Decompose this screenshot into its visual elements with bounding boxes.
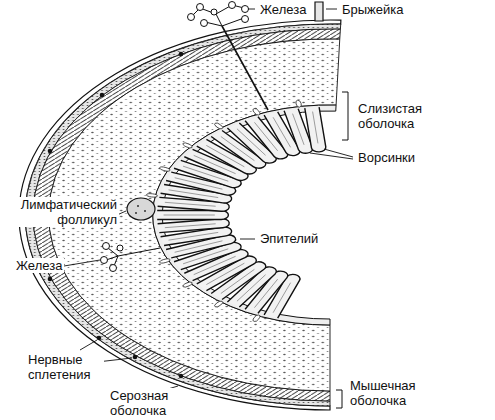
serosa-label: Серозная оболочка bbox=[108, 388, 184, 418]
nerve-plexus-label: Нервные сплетения bbox=[26, 352, 104, 382]
epithelium-label: Эпителий bbox=[258, 231, 320, 246]
muscle-layer-label: Мышечная оболочка bbox=[348, 378, 436, 408]
villi-label: Ворсинки bbox=[356, 150, 417, 165]
gland-label: Железа bbox=[14, 258, 64, 273]
gland-label: Железа bbox=[258, 2, 308, 17]
mucosa-label: Слизистая оболочка bbox=[356, 101, 452, 131]
mesentery-label: Брыжейка bbox=[340, 2, 406, 17]
follicle-label: Лимфатический фолликул bbox=[10, 197, 119, 227]
